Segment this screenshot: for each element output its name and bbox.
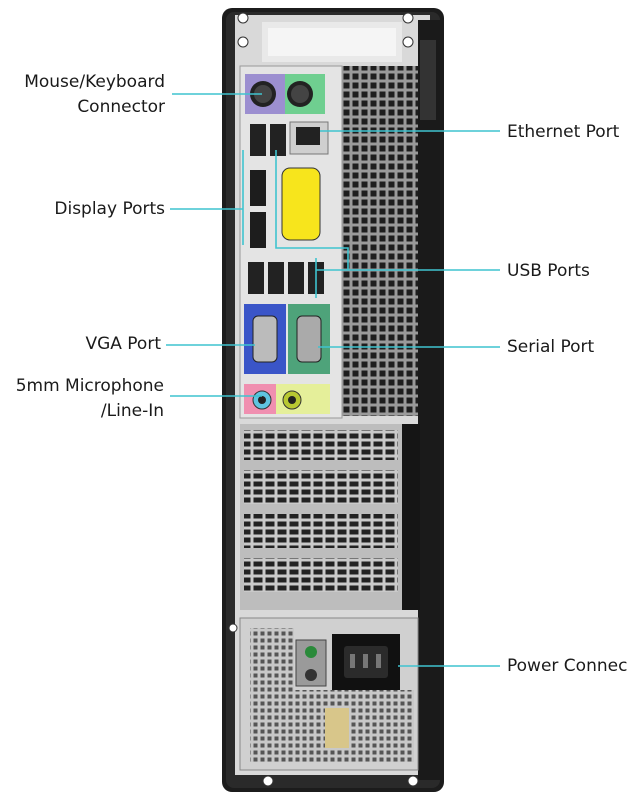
display-port xyxy=(250,170,266,206)
usb-port xyxy=(268,262,284,294)
label-display-ports: Display Ports xyxy=(54,199,165,219)
callout-lines xyxy=(166,93,500,667)
label-microphone-line2: /Line-In xyxy=(100,401,164,421)
label-usb-ports: USB Ports xyxy=(507,261,590,281)
label-power-connector: Power Connec xyxy=(507,656,628,676)
label-microphone-line1: 5mm Microphone xyxy=(15,376,164,396)
power-supply xyxy=(239,617,419,771)
label-serial-port: Serial Port xyxy=(507,337,595,357)
expansion-slots xyxy=(240,424,420,610)
label-ethernet-port: Ethernet Port xyxy=(507,122,620,142)
vent-grid xyxy=(342,66,418,416)
label-mouse-keyboard-connector: Mouse/Keyboard Connector xyxy=(0,70,165,120)
label-microphone-line-in: 5mm Microphone /Line-In xyxy=(0,374,164,424)
yellow-label xyxy=(281,167,321,241)
label-vga-port: VGA Port xyxy=(85,334,161,354)
usb-port xyxy=(288,262,304,294)
label-mouse-keyboard-line1: Mouse/Keyboard xyxy=(24,72,165,92)
label-mouse-keyboard-line2: Connector xyxy=(77,97,165,117)
usb-port xyxy=(270,124,286,156)
display-port xyxy=(250,212,266,248)
io-panel xyxy=(239,65,343,419)
usb-port xyxy=(250,124,266,156)
usb-port xyxy=(248,262,264,294)
